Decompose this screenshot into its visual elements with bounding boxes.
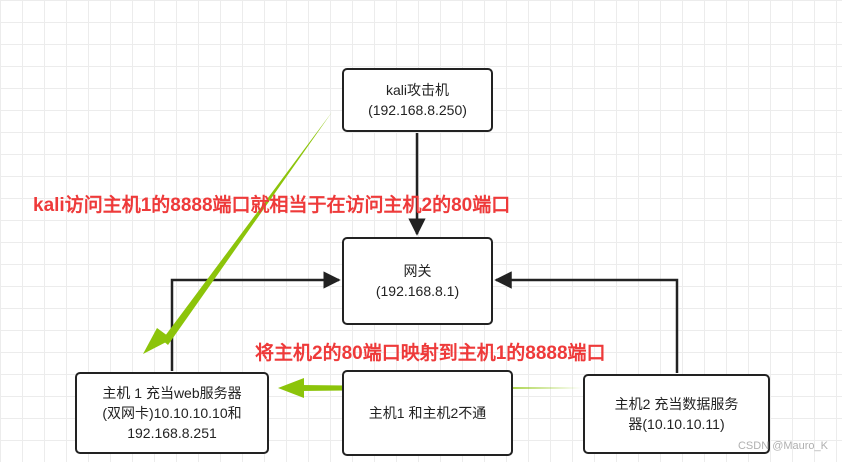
host1-node-title: 主机 1 充当web服务器 [102, 385, 242, 401]
host2-node-title: 主机2 充当数据服务 [614, 396, 739, 412]
gateway-node-ip: (192.168.8.1) [375, 283, 460, 299]
port-mapping-annotation: 将主机2的80端口映射到主机1的8888端口 [255, 343, 606, 364]
kali-node-title: kali攻击机 [385, 82, 449, 98]
gateway-node-title: 网关 [403, 263, 432, 279]
kali-attacker-node: kali攻击机 (192.168.8.250) [342, 68, 493, 132]
csdn-watermark: CSDN @Mauro_K [737, 440, 828, 452]
highlight-arrowhead-host1-top [143, 328, 172, 354]
access-annotation: kali访问主机1的8888端口就相当于在访问主机2的80端口 [33, 195, 511, 216]
host2-data-server-node: 主机2 充当数据服务 器(10.10.10.11) [583, 374, 770, 454]
arrow-host1-to-gateway [170, 271, 341, 371]
host1-node-ip: 192.168.8.251 [127, 425, 217, 441]
no-connection-node: 主机1 和主机2不通 [342, 370, 513, 456]
highlight-arrow-kali-to-host1 [162, 112, 332, 345]
host1-web-server-node: 主机 1 充当web服务器 (双网卡)10.10.10.10和 192.168.… [75, 372, 269, 454]
highlight-arrowhead-host1-right [278, 378, 304, 398]
host1-node-nics: (双网卡)10.10.10.10和 [102, 405, 242, 421]
kali-node-ip: (192.168.8.250) [368, 102, 467, 118]
no-connection-text: 主机1 和主机2不通 [368, 405, 487, 421]
arrow-host2-to-gateway [494, 271, 679, 373]
host2-node-ip: 器(10.10.10.11) [628, 416, 725, 432]
gateway-node: 网关 (192.168.8.1) [342, 237, 493, 325]
